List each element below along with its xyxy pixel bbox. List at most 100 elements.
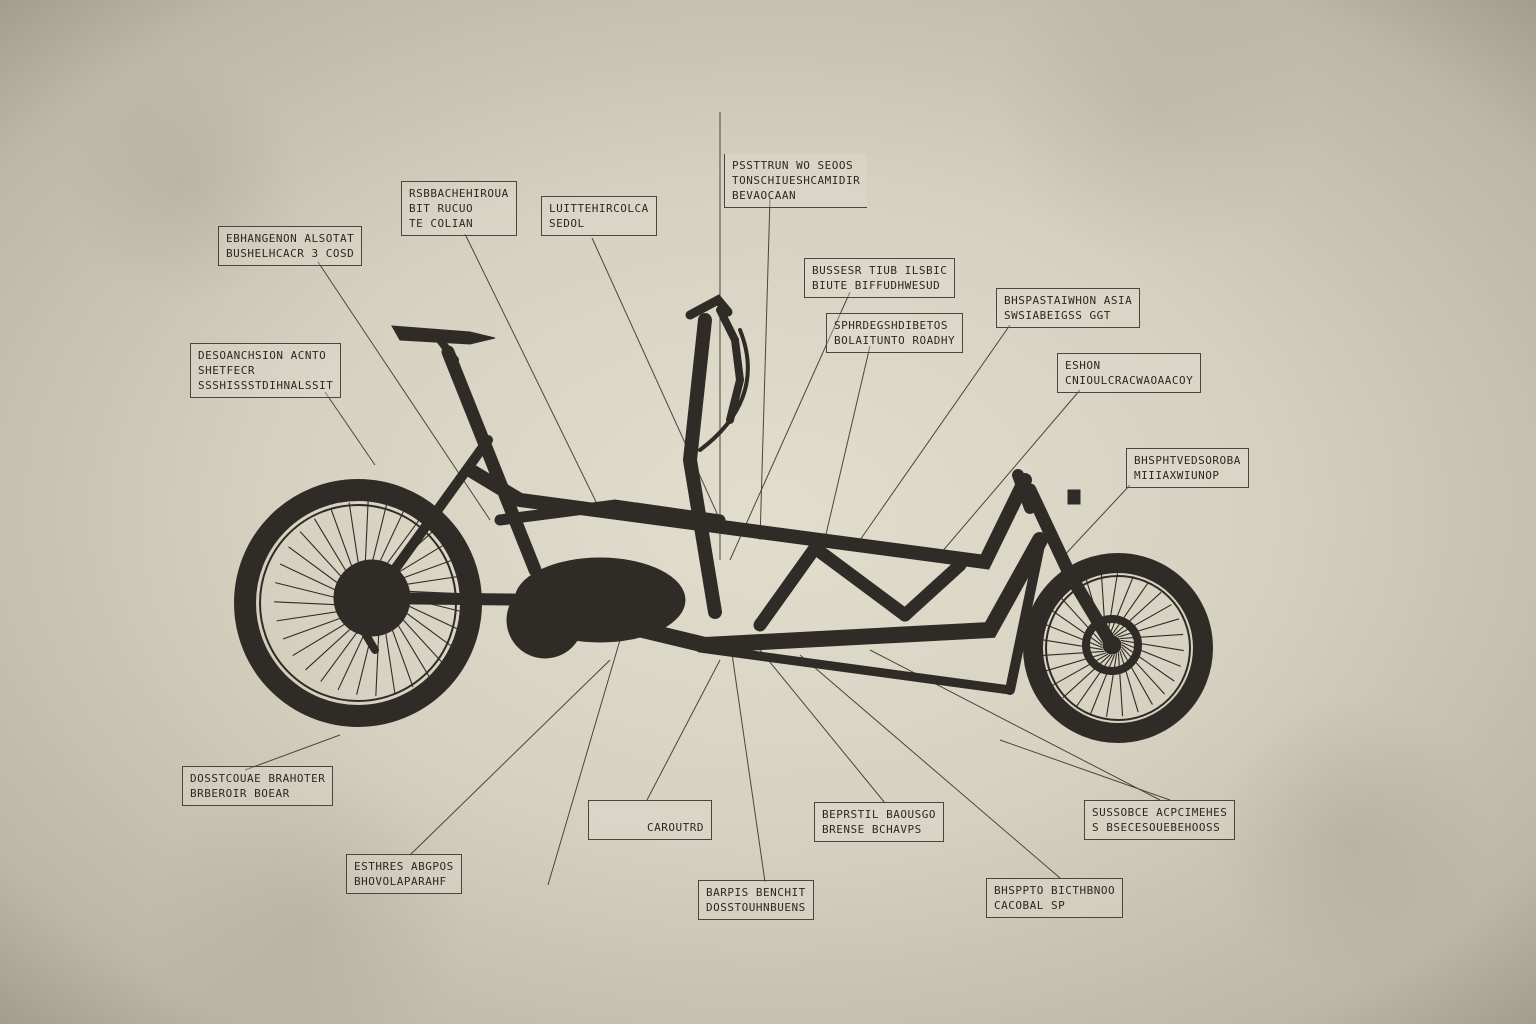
spoke <box>1113 591 1162 636</box>
callout-15: ESTHRES ABGPOS BHOVOLAPARAHF <box>346 854 462 894</box>
callout-13: BEPRSTIL BAOUSGO BRENSE BCHAVPS <box>814 802 944 842</box>
callout-14: SUSSOBCE ACPCIMEHES S BSECESOUEBEHOOSS <box>1084 800 1236 840</box>
callout-text: BUSSESR TIUB ILSBIC <box>812 264 948 277</box>
spoke <box>1120 648 1153 705</box>
handlebar-stem <box>716 306 745 424</box>
seat-tube <box>441 345 542 577</box>
seat-post <box>436 336 459 364</box>
callout-text: ESHON <box>1065 359 1101 372</box>
callout-text: SPHRDEGSHDIBETOS <box>834 319 948 332</box>
callout-text: CNIOULCRACWAOAACOY <box>1065 374 1194 387</box>
callout-text: TE COLIAN <box>409 217 474 230</box>
leader-line-17 <box>729 639 766 883</box>
top-tube <box>463 463 1032 570</box>
spoke <box>1075 654 1113 708</box>
front-disc-brake <box>1082 615 1142 675</box>
spoke <box>1109 576 1134 636</box>
callout-10: BHSPHTVEDSOROBA MIIIAXWIUNOP <box>1126 448 1249 488</box>
callout-text: ESTHRES ABGPOS <box>354 860 454 873</box>
front-mount <box>1012 469 1036 514</box>
callout-8: DESOANCHSION ACNTO SHETFECR SSSHISSSTDIH… <box>190 343 342 398</box>
cargo-truss-2 <box>898 558 967 622</box>
cargo-lower-beam <box>695 643 1015 695</box>
callout-text: BHSPHTVEDSOROBA <box>1134 454 1241 467</box>
spoke <box>1111 582 1149 636</box>
leader-line-9 <box>934 389 1081 561</box>
leader-line-7 <box>859 324 1011 541</box>
callout-text: BRENSE BCHAVPS <box>822 823 922 836</box>
spoke <box>1062 654 1111 699</box>
leader-line-15 <box>409 659 611 856</box>
callout-text: DOSSTCOUAE BRAHOTER <box>190 772 326 785</box>
callout-text: BHSPASTAIWHON ASIA <box>1004 294 1133 307</box>
callout-16: BARPIS BENCHIT DOSSTOUHNBUENS <box>698 880 814 920</box>
spoke <box>1117 652 1124 717</box>
callout-text: SWSIABEIGSS GGT <box>1004 309 1111 322</box>
spoke <box>1058 595 1103 644</box>
callout-12: CAROUTRD <box>588 800 712 840</box>
spoke <box>1121 642 1181 667</box>
callout-text: RSBBACHEHIROUA <box>409 187 509 200</box>
callout-text: BHOVOLAPARAHF <box>354 875 447 888</box>
callout-text: DOSSTOUHNBUENS <box>706 901 806 914</box>
fork-lower <box>1005 540 1045 695</box>
leader-line-16 <box>547 639 621 886</box>
leader-line-6 <box>819 345 871 561</box>
spoke <box>1040 650 1105 657</box>
spoke <box>1105 653 1118 717</box>
head-tube-rear <box>682 313 722 619</box>
callout-text: BIUTE BIFFUDHWESUD <box>812 279 941 292</box>
callout-9: ESHON CNIOULCRACWAOAACOY <box>1057 353 1202 393</box>
spoke <box>1121 646 1166 695</box>
cargo-truss-1 <box>753 538 912 632</box>
leader-line-5 <box>729 291 851 561</box>
leader-line-8 <box>324 391 376 466</box>
spoke <box>1052 653 1109 686</box>
callout-5: BUSSESR TIUB ILSBIC BIUTE BIFFUDHWESUD <box>804 258 956 298</box>
callout-11: DOSSTCOUAE BRAHOTER BRBEROIR BOEAR <box>182 766 334 806</box>
front-wheel <box>1023 553 1213 743</box>
spoke <box>1040 638 1104 651</box>
derailleur <box>356 621 379 654</box>
leader-line-2 <box>464 233 601 511</box>
spoke <box>1043 623 1103 648</box>
handlebar <box>685 294 733 320</box>
spoke <box>1044 652 1107 672</box>
callout-17: BHSPPTO BICTHBNOO CACOBAL SP <box>986 878 1124 918</box>
callout-text: BEVAOCAAN <box>732 189 797 202</box>
callout-text: CAROUTRD <box>647 821 704 834</box>
spoke <box>1115 604 1172 637</box>
callout-text: S BSECESOUEBEHOOSS <box>1092 821 1221 834</box>
callout-text: SUSSOBCE ACPCIMEHES <box>1092 806 1228 819</box>
leader-line-12 <box>646 659 721 801</box>
callout-text: BIT RUCUO <box>409 202 474 215</box>
callout-text: SSSHISSSTDIHNALSSIT <box>198 379 334 392</box>
rear-top-link <box>494 499 726 526</box>
spoke <box>1106 573 1119 637</box>
leader-lines <box>244 112 1171 886</box>
leader-line-18 <box>799 654 1061 879</box>
front-light <box>1067 489 1081 505</box>
front-rim <box>1045 575 1191 721</box>
callout-text: DESOANCHSION ACNTO <box>198 349 327 362</box>
leader-line-19 <box>999 739 1171 801</box>
callout-1: EBHANGENON ALSOTAT BUSHELHCACR 3 COSD <box>218 226 363 266</box>
leader-line-13 <box>759 649 886 804</box>
callout-text: EBHANGENON ALSOTAT <box>226 232 355 245</box>
callout-text: BRBEROIR BOEAR <box>190 787 290 800</box>
callout-6: SPHRDEGSHDIBETOS BOLAITUNTO ROADHY <box>826 313 964 353</box>
spoke <box>1049 608 1103 646</box>
leader-line-4b <box>759 197 771 541</box>
chainring <box>506 581 584 659</box>
callout-text: SEDOL <box>549 217 585 230</box>
front-fork <box>1023 483 1119 652</box>
spoke <box>1120 639 1184 652</box>
callout-2: RSBBACHEHIROUA BIT RUCUO TE COLIAN <box>401 181 517 236</box>
spoke <box>1117 618 1180 638</box>
handlebar-cable <box>698 328 750 452</box>
callout-text: MIIIAXWIUNOP <box>1134 469 1220 482</box>
callout-3: LUITTEHIRCOLCA SEDOL <box>541 196 657 236</box>
callout-text: PSSTTRUN WO SEOOS <box>732 159 854 172</box>
